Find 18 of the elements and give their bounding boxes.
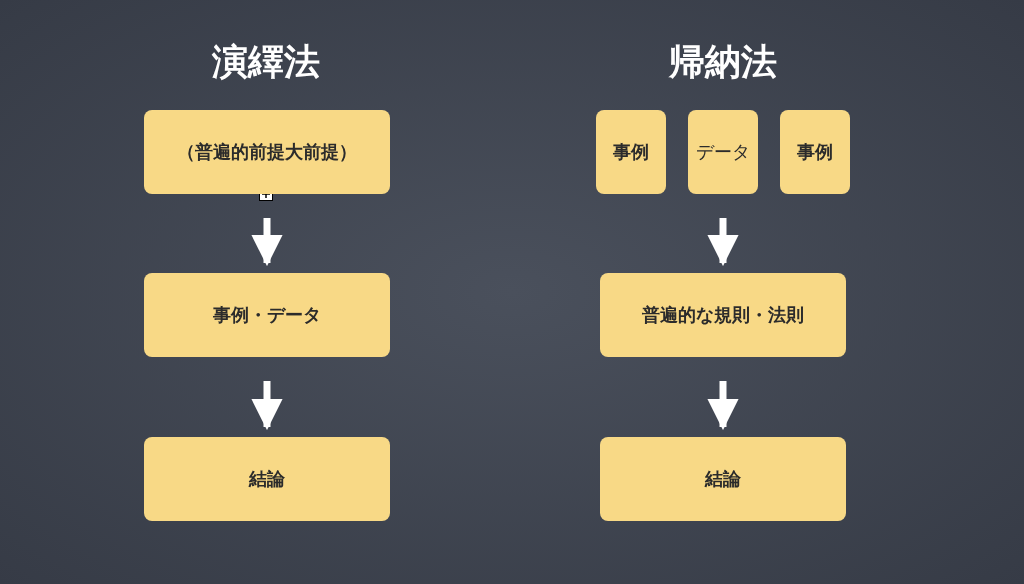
process-box <box>144 437 390 521</box>
process-box <box>596 110 666 194</box>
column-heading: 演繹法 <box>212 40 320 84</box>
column-heading: 帰納法 <box>669 40 777 84</box>
process-box <box>688 110 758 194</box>
process-box <box>144 273 390 357</box>
box-text: （普遍的前提大前提） <box>177 140 357 164</box>
process-box <box>780 110 850 194</box>
box-text: 事例 <box>613 140 649 164</box>
process-box <box>144 110 390 194</box>
box-text: データ <box>696 140 750 164</box>
process-box <box>600 437 846 521</box>
process-box <box>600 273 846 357</box>
box-text: 結論 <box>249 467 285 491</box>
box-text: 事例・データ <box>213 303 321 327</box>
box-text: 結論 <box>705 467 741 491</box>
box-text: 事例 <box>797 140 833 164</box>
box-text: 普遍的な規則・法則 <box>642 303 804 327</box>
